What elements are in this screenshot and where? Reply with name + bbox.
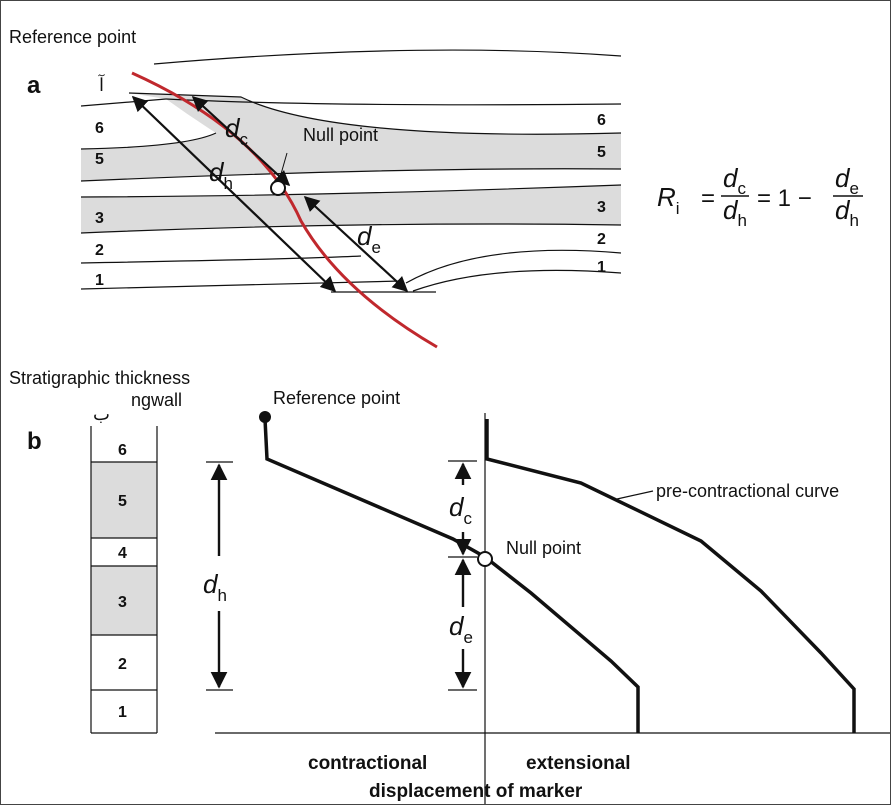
bed-3-shade bbox=[81, 185, 621, 233]
layer-left-6: 6 bbox=[95, 120, 104, 137]
layer-right-3: 3 bbox=[597, 199, 606, 216]
dh-bracket-b bbox=[206, 461, 233, 691]
pre-contractional-curve bbox=[485, 419, 856, 733]
formula-f1-num: dc bbox=[723, 163, 746, 198]
formula-eq: = bbox=[701, 185, 715, 212]
x-label-extensional: extensional bbox=[526, 753, 631, 774]
reference-point-marker bbox=[259, 411, 271, 423]
layer-left-2: 2 bbox=[95, 242, 104, 259]
column-unit-2: 2 bbox=[118, 656, 127, 673]
null-point-marker-b bbox=[477, 551, 493, 567]
ratio-formula: Ri = dc dh = 1 − de dh bbox=[657, 163, 863, 230]
x-axis-title: displacement of marker bbox=[369, 781, 583, 802]
column-unit-3: 3 bbox=[118, 594, 127, 611]
column-unit-5-fill bbox=[91, 462, 157, 538]
x-label-contractional: contractional bbox=[308, 753, 427, 774]
displacement-curves bbox=[263, 418, 856, 733]
formula-f1-den: dh bbox=[723, 195, 747, 230]
panel-b-corner-mark: ب bbox=[93, 404, 110, 424]
column-unit-1: 1 bbox=[118, 704, 127, 721]
column-unit-4: 4 bbox=[118, 545, 127, 562]
panel-b-heading: Stratigraphic thickness bbox=[9, 368, 190, 388]
null-point-label-b: Null point bbox=[506, 538, 581, 558]
reference-point-label-b: Reference point bbox=[273, 388, 400, 408]
panel-a-corner-mark: آ bbox=[98, 74, 105, 95]
dc-label-a: dc bbox=[225, 113, 248, 149]
panel-b-subheading: ngwall bbox=[131, 390, 182, 410]
panel-b-letter: b bbox=[27, 428, 42, 455]
formula-f2-num: de bbox=[835, 163, 859, 198]
layer-left-3: 3 bbox=[95, 210, 104, 227]
layer-right-5: 5 bbox=[597, 144, 606, 161]
de-label-b: de bbox=[449, 611, 473, 647]
panel-a-heading: Reference point bbox=[9, 27, 136, 47]
dh-label-b: dh bbox=[203, 569, 227, 605]
dc-label-b: dc bbox=[449, 492, 472, 528]
null-point-label-a: Null point bbox=[303, 125, 378, 145]
column-unit-6: 6 bbox=[118, 442, 127, 459]
layer-right-2: 2 bbox=[597, 231, 606, 248]
de-label-a: de bbox=[357, 221, 381, 257]
layer-left-1: 1 bbox=[95, 272, 104, 289]
dh-label-a: dh bbox=[209, 157, 233, 193]
de-arrow-a bbox=[303, 195, 409, 293]
panel-a-letter: a bbox=[27, 72, 41, 99]
layer-right-1: 1 bbox=[597, 259, 606, 276]
column-unit-3-fill bbox=[91, 566, 157, 635]
dc-arrow-a bbox=[191, 95, 291, 187]
post-deformation-curve bbox=[263, 418, 640, 733]
formula-lhs: Ri bbox=[657, 182, 680, 218]
dc-de-brackets bbox=[448, 460, 477, 691]
null-point-marker-a bbox=[270, 180, 286, 196]
strat-column: 6 5 4 3 2 1 bbox=[90, 426, 158, 734]
formula-f2-den: dh bbox=[835, 195, 859, 230]
curve-label-leader bbox=[616, 490, 654, 500]
column-unit-5: 5 bbox=[118, 493, 127, 510]
curve-label: pre-contractional curve bbox=[656, 481, 839, 501]
measure-arrows-a bbox=[131, 95, 409, 293]
formula-mid: = 1 − bbox=[757, 185, 812, 212]
layer-right-6: 6 bbox=[597, 112, 606, 129]
dh-arrow-a bbox=[131, 95, 337, 293]
null-leader-a bbox=[278, 152, 288, 182]
layer-left-5: 5 bbox=[95, 151, 104, 168]
